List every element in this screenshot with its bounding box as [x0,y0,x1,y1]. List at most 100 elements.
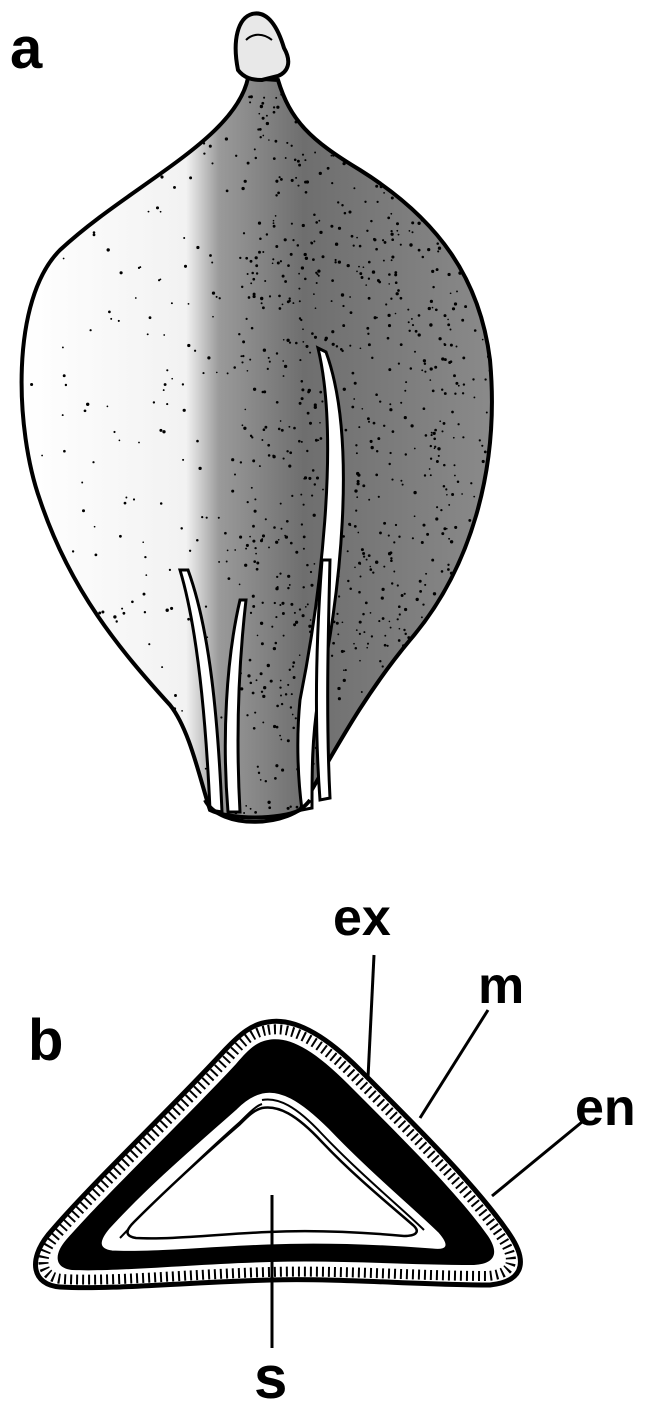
stipple-dot [414,515,416,517]
stipple-dot [458,271,461,274]
stipple-dot [147,333,149,335]
stipple-dot [182,459,184,461]
stipple-dot [345,669,347,671]
stipple-dot [226,561,228,563]
stipple-dot [283,375,285,377]
stipple-dot [349,111,351,113]
stipple-dot [366,327,369,330]
stipple-dot [395,784,398,787]
stipple-dot [252,595,255,598]
stipple-dot [462,392,464,394]
bristle-right-2 [316,560,330,800]
stipple-dot [290,706,292,708]
stipple-dot [314,406,317,409]
stipple-dot [372,571,374,573]
stipple-dot [280,739,282,741]
stipple-dot [365,133,368,136]
stipple-dot [332,811,335,814]
stipple-dot [378,496,380,498]
stipple-dot [411,170,413,172]
stipple-dot [430,458,432,460]
leader-m [420,1010,488,1118]
stipple-dot [145,106,148,109]
stipple-dot [101,610,104,613]
stipple-dot [388,283,390,285]
stipple-dot [451,493,454,496]
stipple-dot [312,258,315,261]
stipple-dot [293,623,296,626]
stipple-dot [287,300,290,303]
stipple-dot [496,708,499,711]
stipple-dot [353,244,355,246]
stipple-dot [390,213,392,215]
stipple-dot [398,536,400,538]
stipple-dot [140,153,143,156]
stipple-dot [111,797,113,799]
stipple-dot [111,786,113,788]
stipple-dot [257,766,259,768]
stipple-dot [272,258,274,260]
stipple-dot [473,612,476,615]
stipple-dot [314,336,317,339]
stipple-dot [404,593,406,595]
stipple-dot [407,636,410,639]
stipple-dot [262,251,264,253]
stipple-dot [253,295,256,298]
stipple-dot [437,250,439,252]
stipple-dot [361,725,364,728]
stipple-dot [343,388,346,391]
stipple-dot [275,245,278,248]
stipple-dot [159,429,162,432]
stipple-dot [269,361,271,363]
stipple-dot [140,151,143,154]
stipple-dot [63,374,66,377]
stipple-dot [304,278,307,281]
stipple-dot [305,191,308,194]
stipple-dot [497,515,499,517]
stipple-dot [441,192,444,195]
stipple-dot [478,201,480,203]
stipple-dot [42,659,45,662]
stipple-dot [319,231,322,234]
stipple-dot [450,773,452,775]
stipple-dot [65,384,67,386]
stipple-dot [486,559,488,561]
stipple-dot [250,260,253,263]
leader-ex [368,955,374,1078]
stipple-dot [344,780,347,783]
stipple-dot [95,108,97,110]
stipple-dot [485,100,488,103]
stipple-dot [409,243,412,246]
stipple-dot [388,463,390,465]
stipple-dot [177,109,180,112]
stipple-dot [279,176,281,178]
stipple-dot [482,291,484,293]
stipple-dot [491,148,493,150]
stipple-dot [349,345,351,347]
stipple-dot [433,432,436,435]
stipple-dot [412,324,414,326]
stipple-dot [298,440,301,443]
stipple-dot [437,447,440,450]
stipple-dot [366,559,368,561]
stipple-dot [484,378,486,380]
stipple-dot [455,639,457,641]
stipple-dot [30,383,33,386]
stipple-dot [240,355,242,357]
stipple-dot [397,289,400,292]
stipple-dot [466,579,469,582]
stipple-dot [407,691,410,694]
stipple-dot [429,90,431,92]
stipple-dot [373,238,375,240]
stipple-dot [250,682,253,685]
stipple-dot [298,102,300,104]
stipple-dot [381,807,384,810]
stipple-dot [420,123,422,125]
stipple-dot [387,753,390,756]
stipple-dot [463,719,465,721]
stipple-dot [297,185,299,187]
stipple-dot [349,588,352,591]
stipple-dot [345,148,347,150]
stipple-dot [495,173,497,175]
stipple-dot [264,280,266,282]
